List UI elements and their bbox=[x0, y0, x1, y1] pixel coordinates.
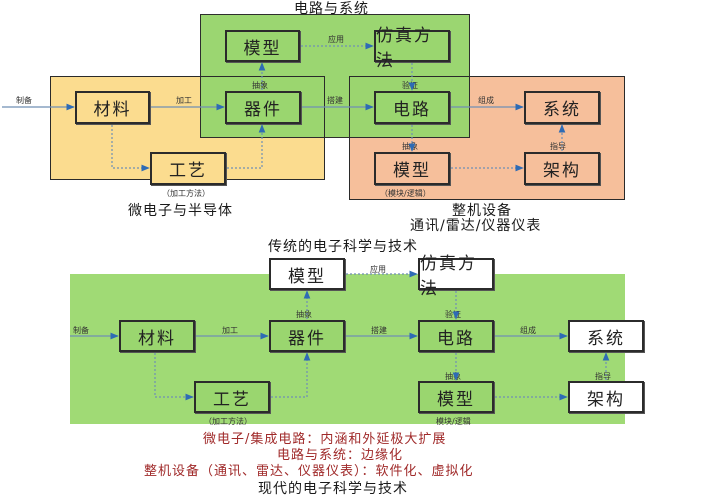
modern-node-device: 器件 bbox=[269, 320, 345, 352]
edge-material-process bbox=[111, 125, 150, 172]
modern-note-2: 电路与系统：边缘化 bbox=[277, 448, 404, 463]
edge-label-prepare: 制备 bbox=[16, 96, 32, 105]
modern-edge-label-compose: 组成 bbox=[520, 326, 536, 335]
edge-label-abstract-up: 抽象 bbox=[252, 81, 268, 90]
region-title-equipment: 整机设备 bbox=[452, 203, 512, 219]
modern-node-model-bottom: 模型 bbox=[418, 381, 494, 413]
modern-node-model-top: 模型 bbox=[269, 258, 345, 290]
modern-edge-label-apply: 应用 bbox=[370, 265, 386, 274]
modern-node-system: 系统 bbox=[568, 320, 644, 352]
node-system: 系统 bbox=[524, 91, 600, 124]
region-title-micro-semiconductor: 微电子与半导体 bbox=[128, 203, 233, 219]
modern-edge-label-fabricate: 加工 bbox=[222, 326, 238, 335]
edge-label-fabricate: 加工 bbox=[176, 96, 192, 105]
node-process: 工艺 bbox=[150, 152, 226, 185]
modern-sublabel-model-bottom: 模块/逻辑 bbox=[436, 417, 471, 426]
edge-label-compose: 组成 bbox=[478, 96, 494, 105]
edge-label-guide: 指导 bbox=[550, 142, 566, 151]
region-subtitle-equipment: 通讯/雷达/仪器仪表 bbox=[410, 218, 542, 234]
modern-edge-label-prepare: 制备 bbox=[73, 326, 89, 335]
sublabel-model-bottom: （模块/逻辑） bbox=[380, 189, 431, 198]
sublabel-process: （加工方法） bbox=[162, 189, 210, 198]
edge-label-apply: 应用 bbox=[328, 35, 344, 44]
node-model-top: 模型 bbox=[225, 30, 300, 62]
modern-edge-process-device bbox=[271, 352, 311, 398]
modern-edge-material-process bbox=[154, 353, 194, 401]
edge-label-build: 搭建 bbox=[327, 96, 343, 105]
modern-node-material: 材料 bbox=[119, 320, 195, 352]
traditional-title: 传统的电子科学与技术 bbox=[268, 239, 418, 255]
modern-note-3: 整机设备（通讯、雷达、仪器仪表）：软件化、虚拟化 bbox=[144, 464, 474, 479]
modern-edge-label-guide: 指导 bbox=[595, 372, 611, 381]
modern-note-1: 微电子/集成电路：内涵和外延极大扩展 bbox=[203, 432, 447, 447]
modern-title: 现代的电子科学与技术 bbox=[258, 481, 408, 497]
edge-process-device bbox=[227, 124, 266, 169]
modern-node-circuit: 电路 bbox=[418, 320, 494, 352]
node-material: 材料 bbox=[75, 91, 150, 124]
modern-sublabel-process: （加工方法） bbox=[204, 417, 252, 426]
node-simulation: 仿真方法 bbox=[374, 26, 450, 71]
node-circuit: 电路 bbox=[374, 91, 450, 124]
modern-node-process: 工艺 bbox=[194, 381, 270, 413]
modern-edge-label-abstract-up: 抽象 bbox=[296, 310, 312, 319]
modern-edge-label-build: 搭建 bbox=[371, 326, 387, 335]
node-device: 器件 bbox=[225, 91, 301, 124]
node-model-bottom: 模型 bbox=[374, 152, 450, 185]
node-architecture: 架构 bbox=[524, 152, 600, 185]
region-title-circuit-system: 电路与系统 bbox=[294, 1, 369, 17]
modern-node-architecture: 架构 bbox=[568, 381, 644, 413]
